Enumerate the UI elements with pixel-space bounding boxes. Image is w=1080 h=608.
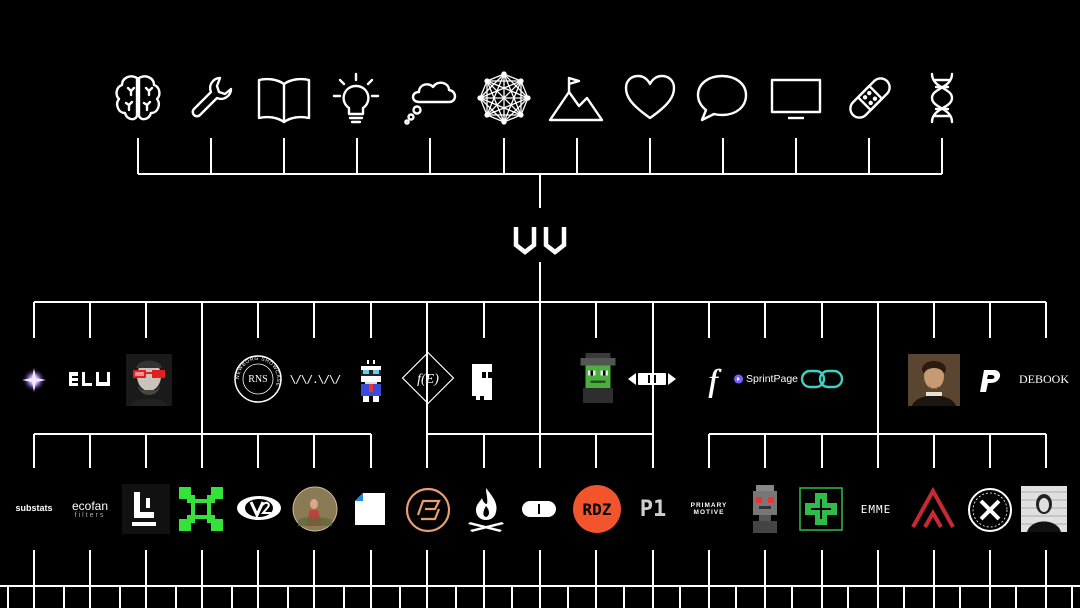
wave-text: \/\/.\/\/	[289, 372, 342, 386]
sprintpage-mark-icon	[734, 374, 744, 384]
robot-pixel-logo	[748, 484, 782, 534]
green-cross-logo	[798, 486, 844, 532]
rdz-logo: RDZ	[572, 484, 622, 534]
filters-text: filters	[74, 511, 106, 519]
bw-portrait	[1020, 486, 1068, 532]
ff-text: ff	[708, 361, 717, 398]
gold-circle-logo	[404, 486, 452, 534]
pixel-ghost-logo	[468, 362, 496, 402]
substats-logo: substats	[8, 498, 60, 518]
arrow-pill-logo	[628, 370, 676, 388]
p1-text: P1	[639, 496, 667, 522]
classic-portrait	[908, 354, 960, 406]
dna-icon	[912, 68, 972, 128]
rdz-text: RDZ	[583, 500, 612, 519]
emme-text: EMME	[860, 502, 892, 516]
debook-text: DEBOOK	[1019, 371, 1069, 386]
sprintpage-logo: SprintPage	[734, 370, 798, 388]
speech-bubble-icon	[692, 68, 752, 128]
lightbulb-icon	[326, 68, 386, 128]
ff-logo: ff	[692, 360, 726, 400]
motive-text: MOTIVE	[693, 509, 725, 516]
portrait-circle	[292, 486, 338, 532]
pill-logo	[520, 498, 558, 520]
debook-logo: DEBOOK	[1014, 368, 1074, 390]
red-a-logo	[908, 486, 958, 532]
fe-text: f(E)	[417, 372, 439, 387]
rns-badge-logo: NEWBORG SHOWCASE RNS	[233, 354, 283, 404]
x-circle-logo	[966, 486, 1014, 534]
emme-logo: EMME	[854, 498, 898, 520]
wrench-icon	[182, 68, 242, 128]
sparkle-logo	[18, 366, 50, 394]
p1-logo: P1	[634, 494, 672, 524]
network-icon	[474, 68, 534, 128]
ecofan-text: ecofan	[71, 498, 109, 513]
vv-center-logo: VV	[510, 220, 570, 258]
double-ring-logo	[800, 368, 844, 390]
sprintpage-text: SprintPage	[746, 373, 798, 385]
rns-text: RNS	[248, 374, 267, 385]
campfire-logo	[464, 484, 508, 534]
elj-logo	[68, 368, 112, 390]
primary-text: PRIMARY	[690, 501, 728, 509]
thought-cloud-icon	[400, 68, 460, 128]
fe-diamond-logo: f(E)	[400, 350, 456, 406]
v2-oval-logo	[234, 492, 284, 524]
heart-icon	[620, 68, 680, 128]
substats-text: substats	[15, 503, 53, 513]
mountain-flag-icon	[546, 68, 606, 128]
ecofan-filters-logo: ecofan filters	[64, 494, 116, 524]
red-glasses-portrait	[126, 354, 172, 406]
folded-square-logo	[352, 490, 388, 528]
l-stack-logo	[122, 484, 170, 534]
bandage-icon	[840, 68, 900, 128]
p-logo	[974, 364, 1004, 396]
open-book-icon	[254, 68, 314, 128]
green-x-pixel-logo	[178, 486, 224, 532]
primary-motive-logo: PRIMARY MOTIVE	[684, 498, 734, 520]
pixel-robot-avatar	[354, 360, 388, 404]
wave-text-logo: \/\/.\/\/	[286, 370, 344, 388]
green-pixel-avatar	[576, 352, 620, 404]
brain-icon	[108, 68, 168, 128]
monitor-icon	[766, 68, 826, 128]
